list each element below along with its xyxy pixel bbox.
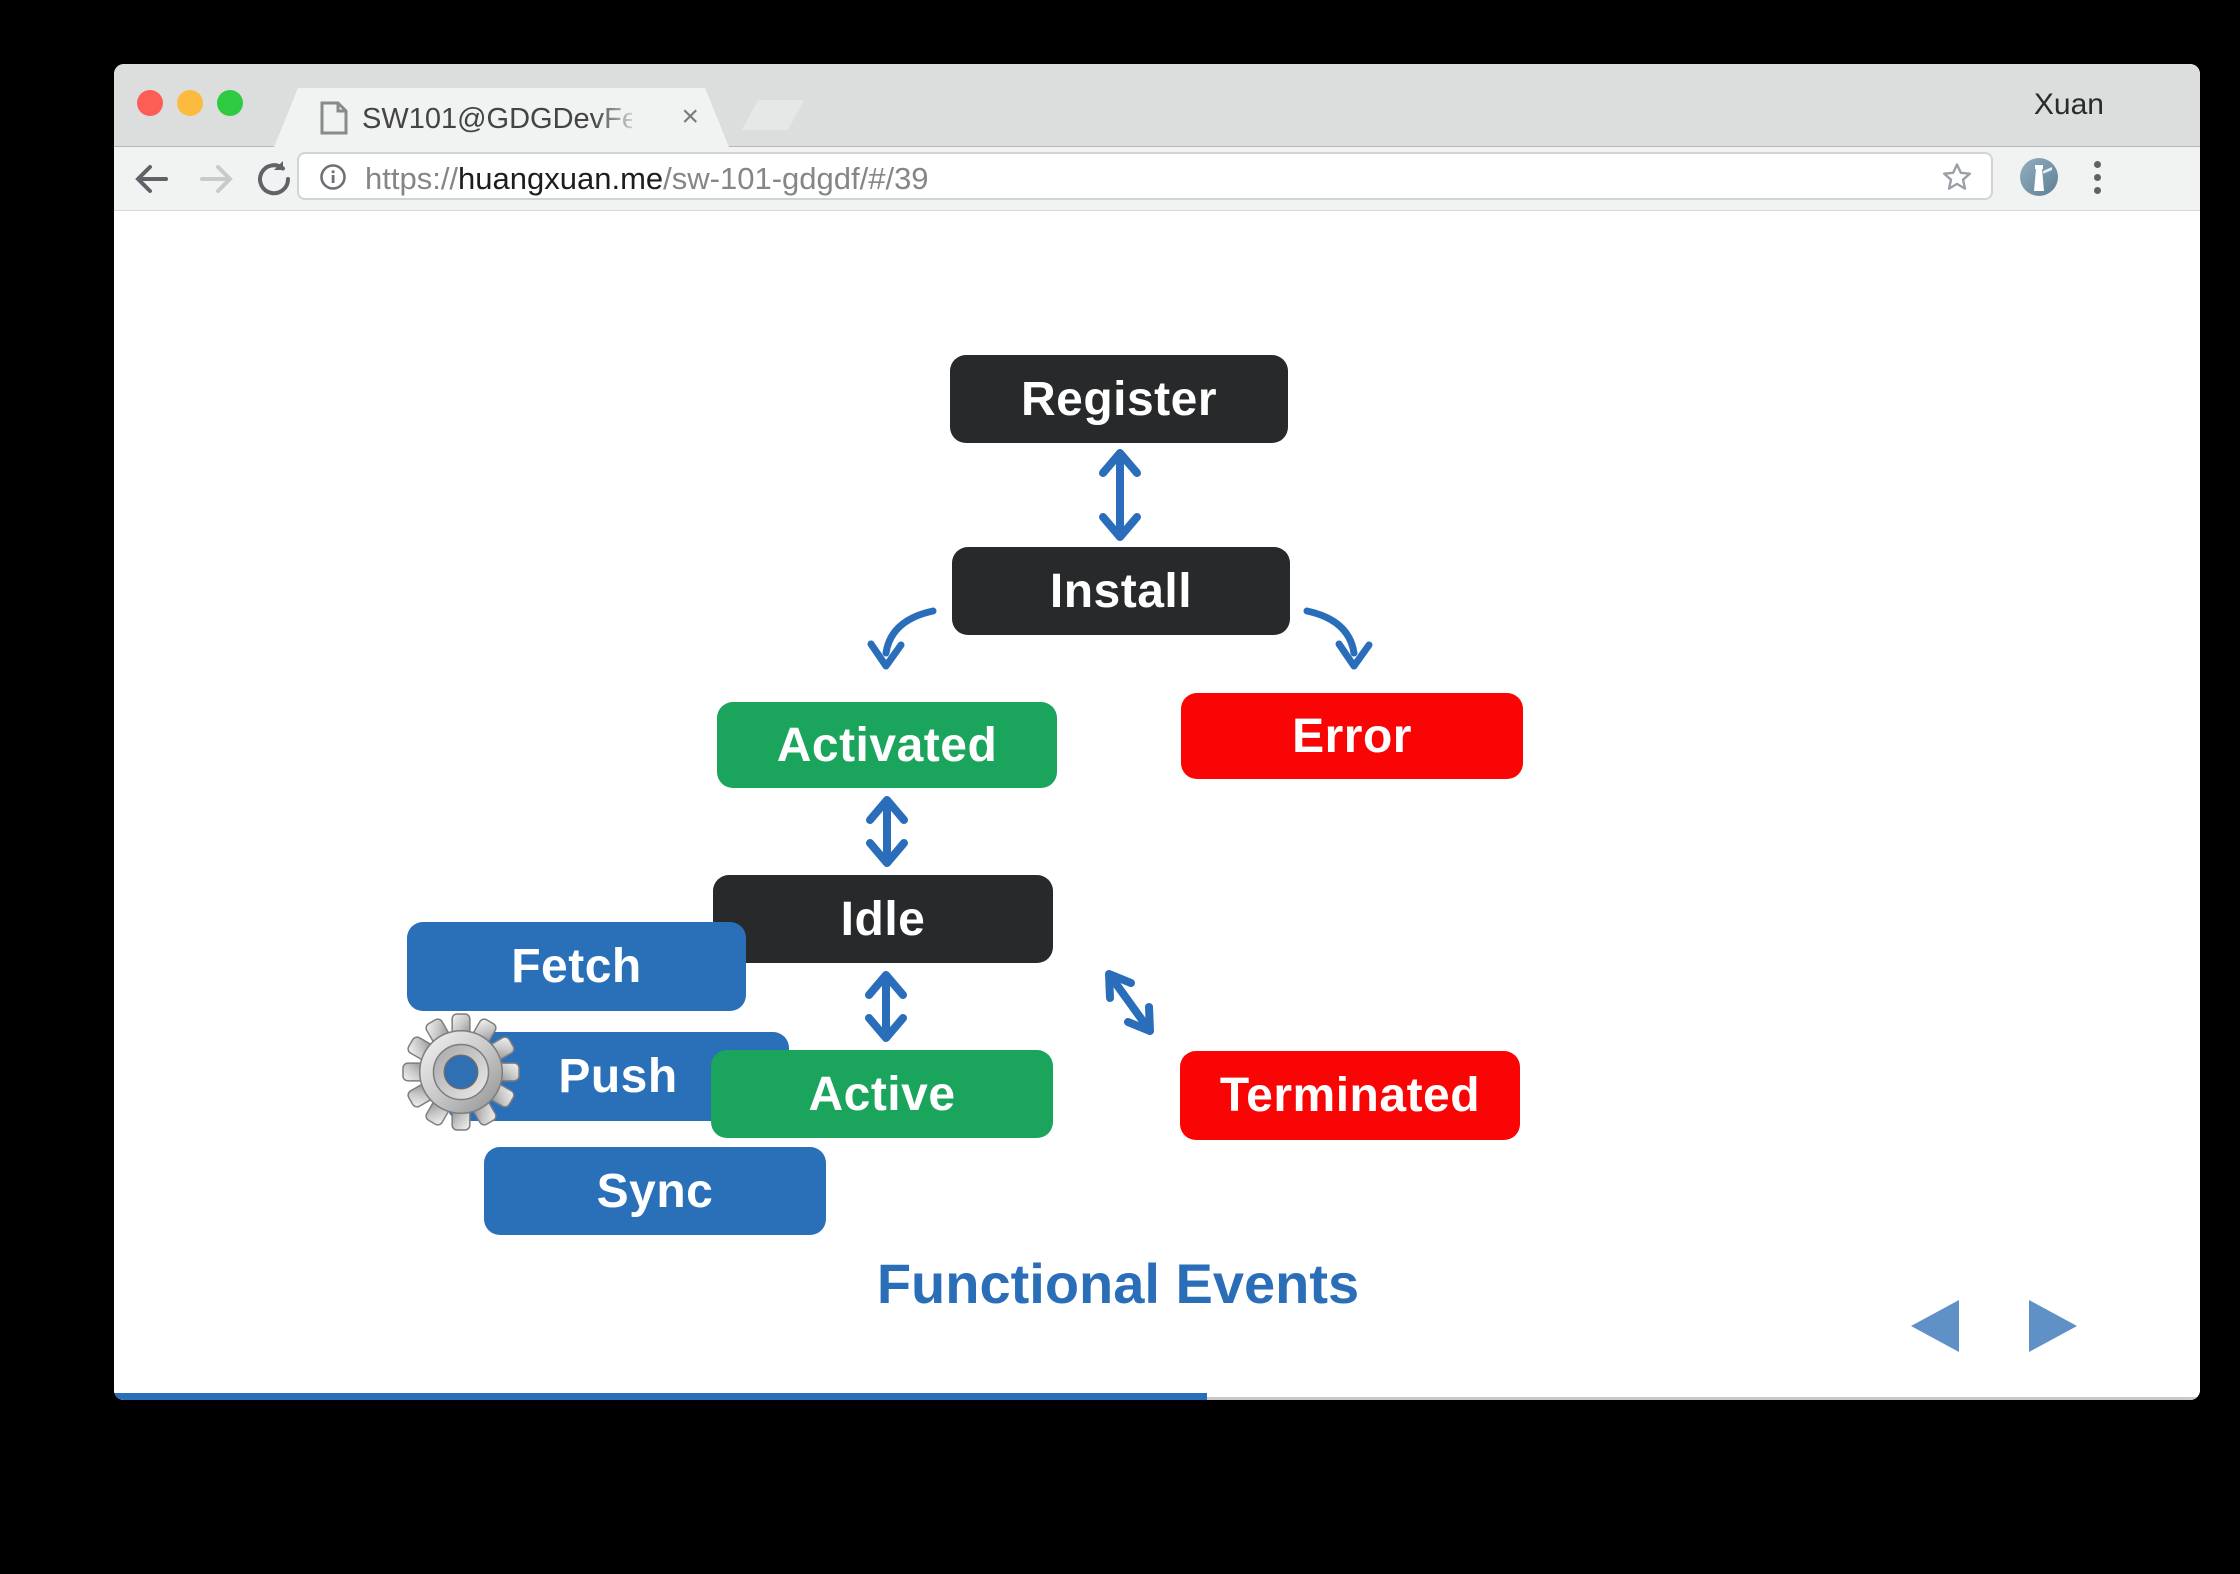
slide-caption: Functional Events	[876, 1252, 1360, 1315]
site-info-icon[interactable]	[319, 163, 347, 191]
next-slide-button[interactable]	[2029, 1300, 2077, 1352]
forward-button[interactable]	[194, 157, 238, 201]
minimize-window-button[interactable]	[177, 90, 203, 116]
node-idle: Idle	[713, 875, 1053, 963]
browser-window: SW101@GDGDevFest2016 - ( × Xuan https://…	[114, 64, 2200, 1400]
browser-tab[interactable]: SW101@GDGDevFest2016 - ( ×	[274, 88, 729, 147]
node-active: Active	[711, 1050, 1053, 1138]
arrow-register-install	[1099, 449, 1141, 541]
node-activated: Activated	[717, 702, 1057, 788]
tab-title: SW101@GDGDevFest2016 - (	[362, 103, 605, 135]
url-scheme: https://	[365, 161, 459, 196]
tab-title-fade	[594, 98, 654, 138]
arrow-idle-active	[865, 971, 907, 1042]
url-host: huangxuan.me	[458, 161, 664, 196]
slide-progress-bar[interactable]	[114, 1393, 1208, 1400]
arrow-install-error	[1303, 607, 1373, 670]
reload-button[interactable]	[252, 157, 296, 201]
arrow-idle-terminated	[1105, 970, 1154, 1035]
node-fetch: Fetch	[407, 922, 746, 1011]
page-favicon-icon	[320, 101, 348, 135]
address-bar[interactable]: https://huangxuan.me/sw-101-gdgdf/#/39	[297, 152, 1993, 200]
back-button[interactable]	[130, 157, 174, 201]
bookmark-star-icon[interactable]	[1941, 161, 1973, 193]
tab-strip: SW101@GDGDevFest2016 - ( × Xuan	[114, 64, 2200, 147]
fullscreen-window-button[interactable]	[217, 90, 243, 116]
node-terminated: Terminated	[1180, 1051, 1520, 1140]
url-path: /sw-101-gdgdf/#/39	[663, 161, 929, 196]
gear-icon	[402, 1013, 520, 1131]
node-register: Register	[950, 355, 1288, 443]
node-error: Error	[1181, 693, 1523, 779]
new-tab-button[interactable]	[742, 100, 804, 130]
node-sync: Sync	[484, 1147, 826, 1235]
menu-icon[interactable]	[2082, 155, 2112, 199]
arrow-activated-idle	[866, 796, 908, 867]
slide-content: Register Install Activated Error Idle Fe…	[114, 211, 2200, 1400]
close-window-button[interactable]	[137, 90, 163, 116]
arrow-install-activated	[867, 607, 937, 670]
prev-slide-button[interactable]	[1911, 1300, 1959, 1352]
node-install: Install	[952, 547, 1290, 635]
url-text: https://huangxuan.me/sw-101-gdgdf/#/39	[365, 161, 929, 197]
browser-profile-name: Xuan	[2033, 88, 2104, 121]
lighthouse-extension-icon[interactable]	[2019, 157, 2059, 197]
tab-close-icon[interactable]: ×	[681, 100, 699, 133]
browser-toolbar: https://huangxuan.me/sw-101-gdgdf/#/39	[114, 147, 2200, 211]
